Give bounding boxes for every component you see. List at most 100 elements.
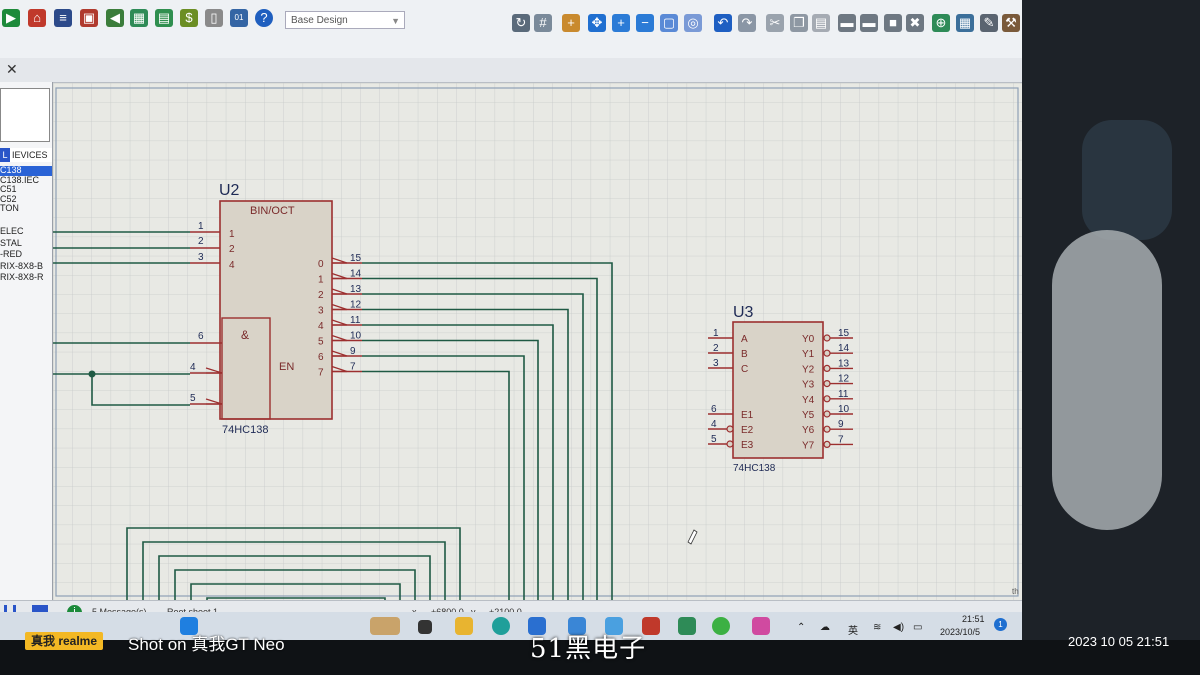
u2-enable-inverter <box>205 367 223 374</box>
camera-brand-watermark: 真我 realme <box>25 632 104 650</box>
design-select-value: Base Design <box>291 15 348 26</box>
folder-icon[interactable] <box>455 617 473 635</box>
schematic-icon[interactable]: ≡ <box>54 9 72 27</box>
u3-inversion-bubble <box>823 380 831 388</box>
u2-output-pin-number: 12 <box>350 300 362 311</box>
u2-output-inverter <box>331 303 348 311</box>
zoom-in-icon[interactable]: + <box>612 14 630 32</box>
list-item[interactable]: C52 <box>0 194 17 204</box>
u3-output-label: Y3 <box>802 380 815 391</box>
close-icon[interactable]: ✕ <box>6 61 18 77</box>
u3-enable-pin-number: 4 <box>711 419 717 430</box>
list-item[interactable]: ELEC <box>0 227 24 236</box>
u2-body <box>219 200 333 420</box>
clock-time[interactable]: 21:51 <box>962 614 985 624</box>
u2-output-index: 0 <box>318 259 324 270</box>
u3-output-label: Y4 <box>802 395 815 406</box>
block-copy-icon[interactable]: ▬ <box>838 14 856 32</box>
u3-enable-label: E1 <box>741 410 754 421</box>
component-u2[interactable]: U2 BIN/OCT 74HC138 & EN 1 2 3 1 2 4 6 4 … <box>190 182 362 436</box>
zoom-all-icon[interactable]: ▢ <box>660 14 678 32</box>
list-item[interactable]: C51 <box>0 185 17 194</box>
list-item[interactable]: TON <box>0 204 19 213</box>
pick-badge[interactable]: L <box>0 148 10 162</box>
task-view-icon[interactable] <box>418 620 432 634</box>
u2-output-pin-number: 9 <box>350 346 356 357</box>
devices-header-label: IEVICES <box>12 150 48 160</box>
cut-icon[interactable]: ✂ <box>766 14 784 32</box>
u3-enable-pin-number: 5 <box>711 434 717 445</box>
dollar-icon[interactable]: $ <box>180 9 198 27</box>
grid-icon[interactable]: # <box>534 14 552 32</box>
refresh-icon[interactable]: ↻ <box>512 14 530 32</box>
ime-indicator[interactable]: 英 <box>848 626 858 637</box>
pan-icon[interactable]: ✥ <box>588 14 606 32</box>
u2-input-label: 1 <box>229 229 235 240</box>
volume-icon[interactable]: ◀) <box>893 622 905 633</box>
list-item[interactable]: STAL <box>0 238 22 248</box>
run-icon[interactable]: ▶ <box>2 9 20 27</box>
make-device-icon[interactable]: ▦ <box>956 14 974 32</box>
document-icon[interactable]: ▯ <box>205 9 223 27</box>
wire <box>158 555 431 600</box>
tool-icon[interactable] <box>752 617 770 635</box>
edge-browser-icon[interactable] <box>492 617 510 635</box>
undo-icon[interactable]: ↶ <box>714 14 732 32</box>
overview-preview[interactable] <box>0 88 50 142</box>
design-select[interactable]: Base Design ▼ <box>285 11 405 29</box>
chip-icon[interactable]: ▣ <box>80 9 98 27</box>
cloud-icon[interactable]: ☁ <box>820 622 830 633</box>
zoom-area-icon[interactable]: ◎ <box>684 14 702 32</box>
block-delete-icon[interactable]: ✖ <box>906 14 924 32</box>
store-icon[interactable] <box>528 617 546 635</box>
help-icon[interactable]: ? <box>255 9 273 27</box>
list-item[interactable]: C138 <box>0 166 52 176</box>
u3-input-label: B <box>741 349 748 360</box>
u3-ref: U3 <box>733 304 754 321</box>
mail-icon[interactable] <box>568 617 586 635</box>
widgets-icon[interactable] <box>370 617 400 635</box>
bottom-bus-wires <box>126 527 461 600</box>
start-icon[interactable] <box>180 617 198 635</box>
back-icon[interactable]: ◀ <box>106 9 124 27</box>
paste-icon[interactable]: ▤ <box>812 14 830 32</box>
proteus-icon[interactable] <box>678 617 696 635</box>
wire <box>362 339 539 600</box>
notification-badge[interactable]: 1 <box>994 618 1007 631</box>
pick-device-icon[interactable]: ⊕ <box>932 14 950 32</box>
desktop-screen: ▶ ⌂ ≡ ▣ ◀ ▦ ▤ $ ▯ 01 ? Base Design ▼ ↻ #… <box>0 0 1028 640</box>
block-move-icon[interactable]: ▬ <box>860 14 878 32</box>
list-item[interactable]: RIX-8X8-R <box>0 273 44 282</box>
clock-date[interactable]: 2023/10/5 <box>940 627 981 637</box>
pencil-icon[interactable]: ✎ <box>980 14 998 32</box>
hammer-icon[interactable]: ⚒ <box>1002 14 1020 32</box>
wechat-icon[interactable] <box>712 617 730 635</box>
wifi-icon[interactable]: ≋ <box>873 622 882 633</box>
view-icon[interactable]: ▦ <box>130 9 148 27</box>
binary-icon[interactable]: 01 <box>230 9 248 27</box>
u2-output-index: 3 <box>318 306 324 317</box>
tray-chevron-icon[interactable]: ⌃ <box>797 622 806 633</box>
list-item[interactable]: C138.IEC <box>0 175 40 185</box>
wps-icon[interactable] <box>642 617 660 635</box>
bom-icon[interactable]: ▤ <box>155 9 173 27</box>
background-object <box>1052 230 1162 530</box>
u3-output-pin-number: 11 <box>838 389 849 400</box>
redo-icon[interactable]: ↷ <box>738 14 756 32</box>
list-item[interactable] <box>0 214 52 224</box>
zoom-out-icon[interactable]: − <box>636 14 654 32</box>
u3-input-label: A <box>741 334 748 345</box>
list-item[interactable]: -RED <box>0 250 22 259</box>
photos-icon[interactable] <box>605 617 623 635</box>
home-icon[interactable]: ⌂ <box>28 9 46 27</box>
list-item[interactable]: RIX-8X8-B <box>0 261 44 271</box>
battery-icon[interactable]: ▭ <box>913 622 923 633</box>
origin-icon[interactable]: + <box>562 14 580 32</box>
u2-title: BIN/OCT <box>250 205 295 217</box>
component-u3[interactable]: U3 74HC138 1A2B3C6E14E25E3Y015Y114Y213Y3… <box>708 304 853 474</box>
schematic-canvas[interactable]: U2 BIN/OCT 74HC138 & EN 1 2 3 1 2 4 6 4 … <box>53 83 1022 600</box>
copy-icon[interactable]: ❐ <box>790 14 808 32</box>
u3-inversion-bubble <box>823 440 831 448</box>
block-rotate-icon[interactable]: ■ <box>884 14 902 32</box>
